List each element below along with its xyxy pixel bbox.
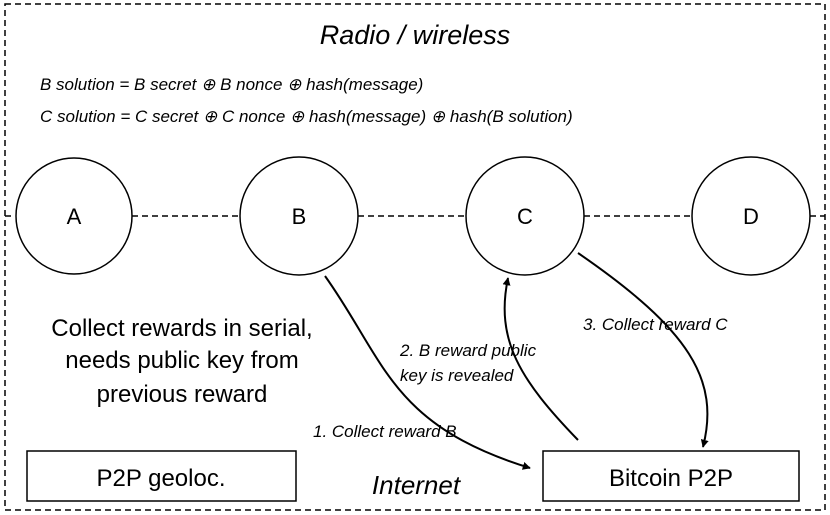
description-line-3: previous reward	[97, 381, 268, 408]
frame-title: Radio / wireless	[320, 20, 511, 50]
node-d: D	[691, 156, 811, 276]
bitcoin-p2p-label: Bitcoin P2P	[609, 465, 733, 492]
bitcoin-p2p-rect	[542, 450, 800, 502]
node-a-label: A	[67, 204, 82, 229]
node-d-label: D	[743, 204, 759, 229]
description-line-1: Collect rewards in serial,	[51, 315, 312, 342]
node-b-label: B	[292, 204, 307, 229]
node-c-label: C	[517, 204, 533, 229]
node-b: B	[239, 156, 359, 276]
formula-b-solution: B solution = B secret ⊕ B nonce ⊕ hash(m…	[40, 75, 423, 94]
node-c: C	[465, 156, 585, 276]
arrow-b-public-key-revealed	[502, 277, 579, 441]
serial-rewards-description: Collect rewards in serial, needs public …	[51, 315, 312, 408]
node-a-circle	[15, 157, 133, 275]
arrow-collect-reward-c	[577, 252, 709, 448]
internet-label: Internet	[372, 470, 462, 500]
step-2-label-line-1: 2. B reward public	[399, 341, 537, 360]
formula-c-solution: C solution = C secret ⊕ C nonce ⊕ hash(m…	[40, 107, 573, 126]
node-d-circle	[691, 156, 811, 276]
radio-wireless-frame	[4, 3, 826, 511]
node-c-circle	[465, 156, 585, 276]
step-2-label-line-2: key is revealed	[400, 366, 514, 385]
node-a: A	[15, 157, 133, 275]
step-1-label: 1. Collect reward B	[313, 422, 457, 441]
bitcoin-p2p-box: Bitcoin P2P	[542, 450, 800, 502]
p2p-geoloc-box: P2P geoloc.	[26, 450, 297, 502]
arrow-collect-reward-b	[324, 275, 531, 470]
p2p-geoloc-label: P2P geoloc.	[97, 465, 226, 492]
description-line-2: needs public key from	[65, 347, 298, 374]
p2p-geoloc-rect	[26, 450, 297, 502]
step-3-label: 3. Collect reward C	[583, 315, 728, 334]
node-b-circle	[239, 156, 359, 276]
